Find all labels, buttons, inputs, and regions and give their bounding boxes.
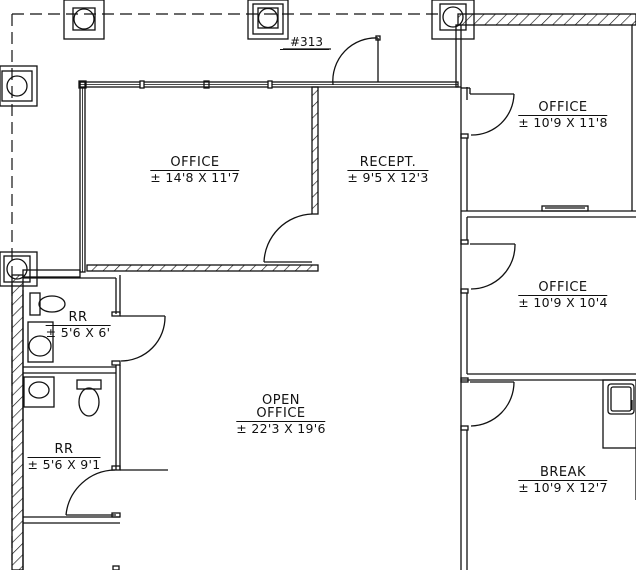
room-name: RECEPT. [359, 155, 417, 170]
exterior-wall-top [457, 13, 636, 26]
room-label-office-2: OFFICE ± 10'9 X 11'8 [518, 100, 608, 130]
room-dimensions: ± 22'3 X 19'6 [236, 421, 326, 436]
room-label-open-office: OPEN OFFICE ± 22'3 X 19'6 [236, 393, 326, 436]
room-name: BREAK [539, 465, 587, 480]
column-top-1 [63, 0, 105, 40]
column-top-2 [247, 0, 289, 40]
room-name: OFFICE [170, 155, 220, 170]
exterior-wall-left [11, 274, 24, 570]
room-label-reception: RECEPT. ± 9'5 X 12'3 [347, 155, 429, 185]
room-label-office-1: OFFICE ± 14'8 X 11'7 [150, 155, 240, 185]
room-dimensions: ± 5'6 X 9'1 [27, 457, 101, 472]
room-dimensions: ± 14'8 X 11'7 [150, 170, 240, 185]
room-dimensions: ± 10'9 X 12'7 [518, 480, 608, 495]
room-name: RR [68, 310, 88, 325]
wall-office1-bottom [86, 264, 319, 272]
unit-number-label: #313 [280, 36, 329, 50]
room-name-line1: OPEN [261, 393, 301, 408]
room-dimensions: ± 10'9 X 10'4 [518, 295, 608, 310]
room-name: OFFICE [538, 100, 588, 115]
room-name: RR [54, 442, 74, 457]
room-name: OFFICE [538, 280, 588, 295]
room-dimensions: ± 5'6 X 6' [45, 325, 111, 340]
property-line [11, 13, 440, 560]
room-label-break-room: BREAK ± 10'9 X 12'7 [518, 465, 608, 495]
room-label-restroom-1: RR ± 5'6 X 6' [45, 310, 111, 340]
room-label-office-3: OFFICE ± 10'9 X 10'4 [518, 280, 608, 310]
room-dimensions: ± 9'5 X 12'3 [347, 170, 429, 185]
wall-office1-right [311, 86, 319, 215]
room-name-line2: OFFICE [256, 406, 306, 421]
room-label-restroom-2: RR ± 5'6 X 9'1 [27, 442, 101, 472]
column-left-1 [0, 65, 38, 107]
room-dimensions: ± 10'9 X 11'8 [518, 115, 608, 130]
